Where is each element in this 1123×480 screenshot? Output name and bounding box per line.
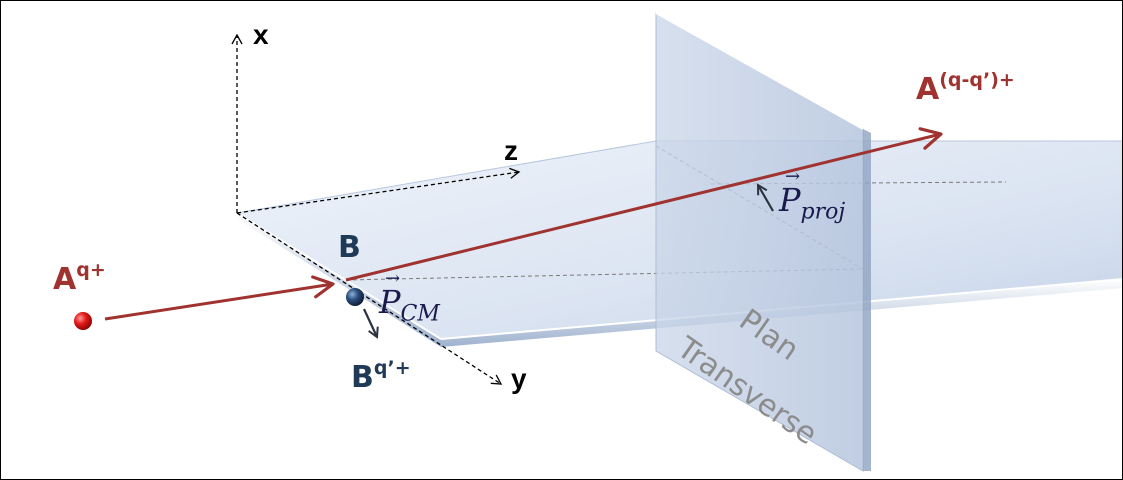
p-cm-symbol: P — [379, 283, 401, 321]
p-cm-label: → P CM — [379, 270, 440, 325]
projectile-ion-label: Aq+ — [53, 261, 106, 297]
z-axis — [236, 167, 521, 214]
projectile-ion-ball — [74, 312, 92, 330]
y-axis — [236, 212, 503, 385]
p-cm-subscript: CM — [400, 301, 440, 327]
p-proj-symbol: P — [779, 181, 801, 219]
p-proj-label: → P proj — [779, 168, 845, 223]
recoil-ion-label: Bq’+ — [351, 359, 411, 395]
target-label: B — [338, 230, 361, 265]
recoil-momentum-arrow — [363, 308, 379, 339]
scattered-ion-label: A(q-q’)+ — [916, 71, 1015, 107]
incoming-beam-arrow — [104, 275, 335, 321]
x-axis-label: x — [253, 19, 269, 50]
transverse-plane — [655, 12, 871, 472]
scattered-ion-base: A — [916, 72, 940, 107]
p-proj-subscript: proj — [800, 199, 846, 225]
axes — [231, 33, 521, 385]
z-axis-label: z — [504, 135, 518, 166]
scattered-ion-charge: (q-q’)+ — [939, 69, 1015, 91]
p-proj-vector-arrow: → — [785, 166, 801, 187]
projectile-ion-charge: q+ — [76, 259, 106, 281]
recoil-ion-base: B — [351, 360, 374, 395]
projection-momentum-arrow — [756, 183, 774, 212]
target-ball — [346, 288, 364, 306]
p-cm-vector-arrow: → — [385, 268, 401, 289]
projectile-ion-base: A — [53, 262, 77, 297]
scattered-beam-arrow — [345, 127, 943, 282]
y-axis-label: y — [511, 363, 527, 394]
recoil-ion-charge: q’+ — [373, 357, 411, 379]
